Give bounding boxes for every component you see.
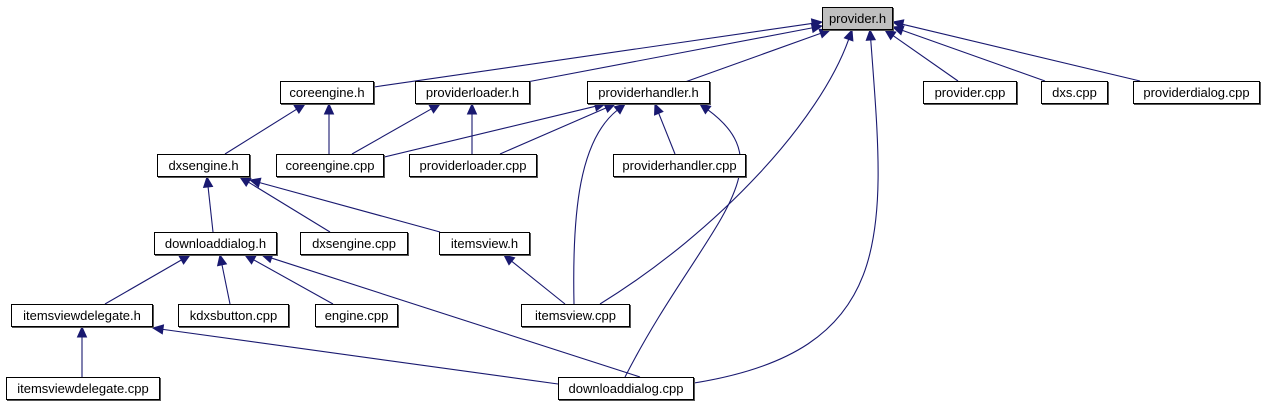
edge-providerloader-h-to-provider-h: [526, 22, 824, 83]
edge-coreengine-cpp-to-coreengine-h: [323, 102, 335, 154]
node-dxsengine-h[interactable]: dxsengine.h: [157, 154, 250, 177]
edge-downloaddialog-cpp-to-provider-h: [693, 28, 879, 384]
edge-line: [224, 108, 297, 155]
node-providerhandler-h[interactable]: providerhandler.h: [587, 81, 710, 104]
edge-line: [248, 181, 331, 233]
edge-line: [573, 109, 618, 305]
edge-kdxsbutton-cpp-to-downloaddialog-h: [216, 253, 231, 305]
edge-itemsviewdelegate-h-to-downloaddialog-h: [104, 254, 192, 305]
node-kdxsbutton-cpp[interactable]: kdxsbutton.cpp: [178, 304, 289, 327]
node-provider-cpp[interactable]: provider.cpp: [923, 81, 1017, 104]
edge-downloaddialog-h-to-dxsengine-h: [202, 175, 214, 233]
arrowhead-icon: [884, 29, 897, 41]
edge-line: [259, 182, 441, 233]
arrowhead-icon: [216, 253, 228, 267]
arrowhead-icon: [428, 103, 442, 114]
edge-providerloader-cpp-to-providerhandler-h: [499, 103, 617, 155]
edge-itemsviewdelegate-cpp-to-itemsviewdelegate-h: [76, 325, 88, 377]
arrowhead-icon: [466, 102, 478, 115]
edge-line: [684, 32, 821, 83]
arrowhead-icon: [293, 103, 307, 115]
arrowhead-icon: [76, 325, 88, 338]
edge-coreengine-cpp-to-providerloader-h: [351, 103, 442, 155]
edge-line: [351, 108, 432, 155]
edge-line: [207, 186, 214, 233]
node-downloaddialog-h[interactable]: downloaddialog.h: [154, 232, 277, 255]
edge-coreengine-cpp-to-providerhandler-h: [379, 101, 607, 159]
edge-line: [624, 109, 741, 378]
arrowhead-icon: [260, 253, 274, 264]
edge-providerhandler-cpp-to-providerhandler-h: [654, 102, 676, 155]
edge-line: [511, 260, 566, 305]
edge-line: [599, 39, 850, 305]
edge-line: [526, 27, 813, 83]
edge-line: [892, 35, 959, 82]
edge-line: [221, 264, 231, 305]
edges-layer: [76, 18, 1141, 385]
node-providerloader-h[interactable]: providerloader.h: [415, 81, 530, 104]
arrowhead-icon: [151, 324, 165, 335]
arrowhead-icon: [238, 176, 252, 187]
edge-dxsengine-h-to-coreengine-h: [224, 103, 307, 155]
edge-itemsview-cpp-to-provider-h: [599, 28, 854, 305]
edge-dxs-cpp-to-provider-h: [891, 25, 1046, 82]
arrowhead-icon: [818, 28, 832, 39]
arrowhead-icon: [699, 103, 712, 115]
node-coreengine-cpp[interactable]: coreengine.cpp: [276, 154, 384, 177]
edge-providerloader-cpp-to-providerloader-h: [466, 102, 478, 154]
edge-line: [162, 328, 559, 385]
arrowhead-icon: [891, 19, 905, 30]
node-itemsviewdelegate-h[interactable]: itemsviewdelegate.h: [11, 304, 153, 327]
edge-line: [379, 105, 596, 159]
edge-line: [271, 257, 641, 378]
node-dxs-cpp[interactable]: dxs.cpp: [1041, 81, 1108, 104]
edge-providerhandler-h-to-provider-h: [684, 28, 832, 83]
edge-itemsview-h-to-dxsengine-h: [248, 177, 441, 233]
arrowhead-icon: [613, 103, 626, 115]
edge-dxsengine-cpp-to-dxsengine-h: [238, 176, 331, 233]
arrowhead-icon: [843, 28, 854, 42]
arrowhead-icon: [865, 28, 877, 41]
arrowhead-icon: [810, 22, 824, 34]
edge-coreengine-h-to-provider-h: [373, 18, 824, 88]
arrowhead-icon: [323, 102, 335, 115]
arrowhead-icon: [178, 254, 192, 265]
edge-line: [902, 23, 1141, 82]
edge-line: [253, 259, 334, 305]
node-dxsengine-cpp[interactable]: dxsengine.cpp: [300, 232, 408, 255]
arrowhead-icon: [248, 177, 262, 188]
node-providerdialog-cpp[interactable]: providerdialog.cpp: [1133, 81, 1260, 104]
edge-downloaddialog-cpp-to-itemsviewdelegate-h: [151, 324, 559, 385]
node-itemsview-h[interactable]: itemsview.h: [439, 232, 530, 255]
edge-line: [104, 259, 182, 305]
edge-downloaddialog-cpp-to-providerhandler-h: [624, 103, 741, 378]
node-downloaddialog-cpp[interactable]: downloaddialog.cpp: [558, 377, 694, 400]
arrowhead-icon: [654, 102, 664, 116]
edge-engine-cpp-to-downloaddialog-h: [243, 254, 334, 305]
edge-line: [902, 29, 1046, 82]
edge-line: [499, 107, 607, 155]
node-itemsviewdelegate-cpp[interactable]: itemsviewdelegate.cpp: [6, 377, 160, 400]
node-engine-cpp[interactable]: engine.cpp: [315, 304, 398, 327]
node-provider-h: provider.h: [822, 7, 893, 30]
edge-line: [373, 22, 813, 88]
node-coreengine-h[interactable]: coreengine.h: [280, 81, 374, 104]
arrowhead-icon: [243, 254, 257, 265]
edge-line: [693, 39, 879, 384]
edge-itemsview-cpp-to-itemsview-h: [503, 254, 566, 305]
edge-providerdialog-cpp-to-provider-h: [891, 19, 1141, 82]
edge-line: [658, 113, 676, 155]
arrowhead-icon: [503, 254, 516, 266]
node-itemsview-cpp[interactable]: itemsview.cpp: [521, 304, 630, 327]
edge-provider-cpp-to-provider-h: [884, 29, 959, 82]
arrowhead-icon: [202, 175, 214, 189]
node-providerhandler-cpp[interactable]: providerhandler.cpp: [613, 154, 746, 177]
node-providerloader-cpp[interactable]: providerloader.cpp: [409, 154, 537, 177]
arrowhead-icon: [603, 103, 617, 114]
edge-itemsview-cpp-to-providerhandler-h: [573, 103, 626, 305]
